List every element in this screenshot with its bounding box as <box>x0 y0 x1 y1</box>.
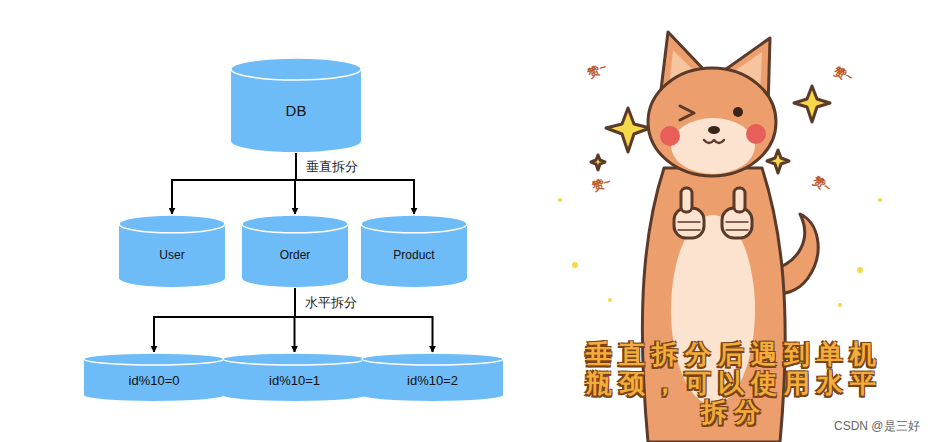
database-cylinder: id%10=1 <box>222 352 367 402</box>
edge-label: 水平拆分 <box>303 294 359 312</box>
split-arrow <box>172 153 296 214</box>
edge-label: 垂直拆分 <box>304 158 360 176</box>
praise-mark: 赞~ <box>831 63 855 86</box>
database-cylinder: Product <box>360 214 468 288</box>
node-label: Product <box>360 248 468 262</box>
node-label: id%10=2 <box>361 373 504 388</box>
watermark: CSDN @是三好 <box>834 418 920 435</box>
node-label: id%10=0 <box>83 373 225 388</box>
database-cylinder: DB <box>230 57 362 153</box>
praise-mark: 赞~ <box>590 173 614 195</box>
database-cylinder: User <box>118 214 226 288</box>
node-label: User <box>118 248 226 262</box>
praise-mark: 赞~ <box>585 59 609 82</box>
split-arrow <box>295 288 433 352</box>
praise-mark: 赞~ <box>809 172 834 196</box>
node-label: id%10=1 <box>222 373 367 388</box>
database-cylinder: id%10=2 <box>361 352 504 402</box>
meme-caption: 垂直拆分后遇到单机瓶颈，可以使用水平拆分 <box>581 340 887 427</box>
node-label: Order <box>241 248 349 262</box>
database-cylinder: id%10=0 <box>83 352 225 402</box>
split-arrow <box>154 288 295 352</box>
database-cylinder: Order <box>241 214 349 288</box>
node-label: DB <box>230 102 362 119</box>
split-arrow <box>296 153 414 214</box>
